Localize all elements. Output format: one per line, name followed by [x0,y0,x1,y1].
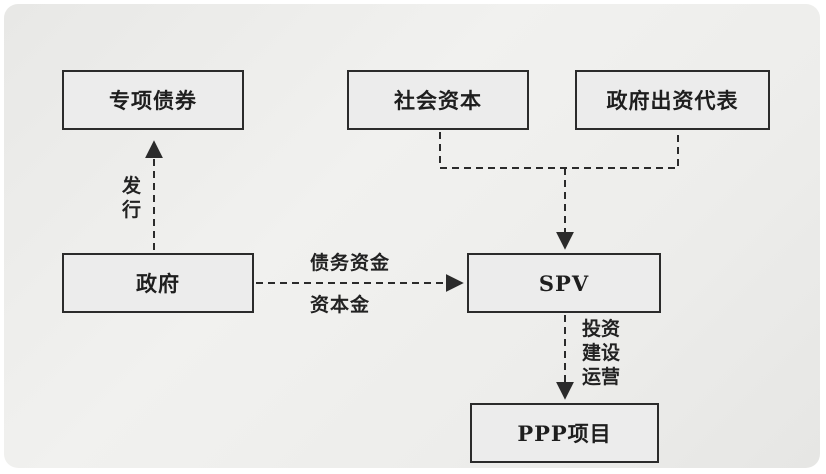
label-capital: 资本金 [310,294,371,316]
label-issue: 发 行 [122,175,142,221]
node-gov-capital-rep: 政府出资代表 [575,70,770,130]
label-debt-funds: 债务资金 [310,252,391,274]
node-special-bonds: 专项债券 [62,70,244,130]
node-ppp-project: PPP项目 [470,403,659,463]
label-spv-actions: 投资 建设 运营 [582,318,621,388]
diagram-canvas: 专项债券 社会资本 政府出资代表 政府 SPV PPP项目 发 行 债务资金 资… [4,4,820,468]
connector-lines [145,132,679,400]
node-social-capital: 社会资本 [347,70,529,130]
node-spv: SPV [467,253,661,313]
node-government: 政府 [62,253,254,313]
capital-merge-line [439,132,679,169]
